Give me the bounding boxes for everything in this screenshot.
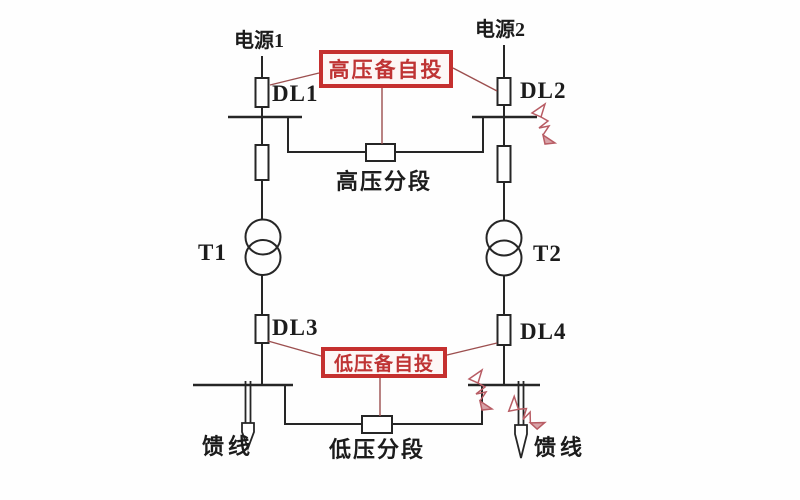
hv-tie-label: 高压分段 [336,169,433,194]
right-column [468,45,540,387]
breaker-dl1-label: DL1 [272,81,319,106]
hv-tie-breaker-icon [365,143,396,162]
lv-tie-breaker-icon [361,415,393,434]
lv-ats-label: 低压备自投 [333,354,434,375]
transformer-t2-label: T2 [533,241,562,266]
source1-label: 电源1 [234,30,284,52]
breaker-dl1-icon [254,77,270,108]
hv-tie-left-link [287,117,366,153]
feeder-arrow-icon [241,422,255,451]
lv-tie-right-link [392,385,483,425]
feeder-left [241,381,255,451]
lv-tie-label: 低压分段 [329,437,426,462]
transformer-t1-icon [244,239,282,276]
feeder-left-label: 馈线 [202,434,255,459]
hv-ats-label: 高压备自投 [328,58,444,82]
lv-tie-left-link [284,385,362,425]
breaker-dl4-icon [496,314,512,346]
hv-ats-to-dl1-leader [269,72,320,86]
feeder-right-label: 馈线 [534,435,587,460]
source2-label: 电源2 [475,19,525,41]
transformer-t2-icon [485,239,523,277]
transformer-t1-label: T1 [198,240,227,265]
fault-bolt-icon [531,103,556,145]
fault-bolt-icon [468,369,493,411]
hv-bus-tie [287,117,484,162]
lv-ats-to-dl4-leader [446,342,498,356]
lv-ats-to-dl3-leader [267,340,322,357]
breaker-dl3-icon [254,314,270,344]
breaker-dl4-label: DL4 [520,319,567,344]
feeder-right [514,381,528,459]
lv-ats-box: 低压备自投 [321,347,447,378]
breaker-dl3-label: DL3 [272,315,319,340]
hv-tie-right-link [395,117,484,153]
feeder-arrow-icon [514,424,528,459]
breaker-dl2-icon [496,77,512,106]
hv-ats-box: 高压备自投 [319,50,453,88]
transformer-t2-icon [485,219,523,257]
transformer-t1-icon [244,218,282,256]
hv-ats-to-dl2-leader [452,67,498,92]
lv-bus-tie [284,385,483,434]
switch-right-icon [496,145,512,183]
left-column [193,56,302,387]
ats-leader-lines [267,67,498,416]
breaker-dl2-label: DL2 [520,78,567,103]
switch-left-icon [254,144,270,181]
